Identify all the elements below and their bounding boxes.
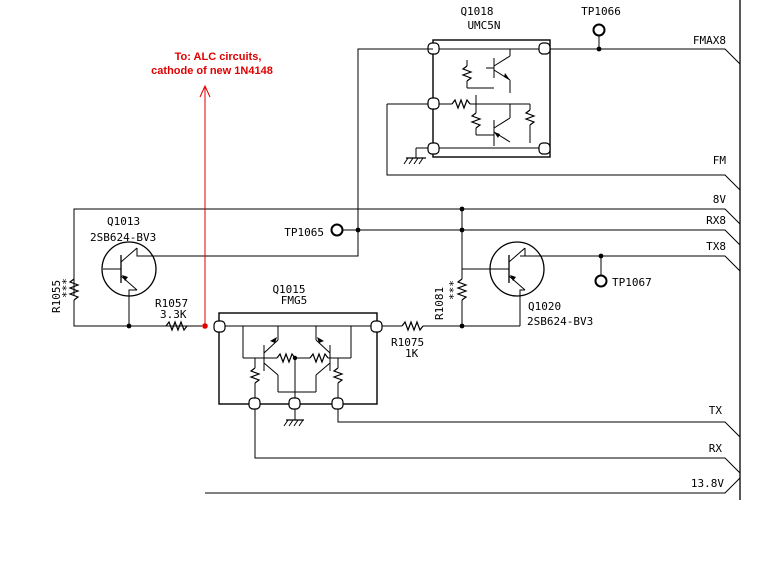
junction-dot bbox=[459, 323, 465, 329]
q1020-part: 2SB624-BV3 bbox=[527, 315, 593, 328]
net-tx-wire bbox=[337, 404, 741, 438]
q1018-ref: Q1018 bbox=[460, 5, 493, 18]
tp1065-label: TP1065 bbox=[284, 226, 324, 239]
r1057-value: 3.3K bbox=[160, 308, 187, 321]
test-point-icon[interactable] bbox=[592, 23, 606, 37]
q1015-pin1 bbox=[213, 320, 226, 333]
q1018-pin5 bbox=[538, 142, 551, 155]
net-13v8-label: 13.8V bbox=[691, 477, 724, 490]
arrow-up-icon bbox=[199, 84, 211, 98]
r1057-ref: R1057 bbox=[155, 297, 188, 310]
tp1067-label: TP1067 bbox=[612, 276, 652, 289]
r1075-ref: R1075 bbox=[391, 336, 424, 349]
q1015-pin2 bbox=[370, 320, 383, 333]
net-fmax8-wire bbox=[550, 48, 741, 65]
junction-dot bbox=[596, 46, 602, 52]
q1018-internal bbox=[387, 48, 539, 158]
q1015-ref: Q1015 bbox=[272, 283, 305, 296]
pnp-transistor-icon bbox=[101, 241, 157, 297]
r1081-value: *** bbox=[447, 280, 460, 300]
resistor-icon bbox=[456, 278, 468, 301]
net-rx-wire bbox=[254, 404, 741, 474]
test-point-icon[interactable] bbox=[594, 274, 608, 288]
net-tx8-label: TX8 bbox=[706, 240, 726, 253]
net-fm-wire bbox=[386, 104, 741, 191]
q1018-pin2 bbox=[538, 42, 551, 55]
net-tx-label: TX bbox=[709, 404, 723, 417]
alc-note-line2: cathode of new 1N4148 bbox=[151, 65, 273, 77]
r1055-wire bbox=[73, 300, 202, 327]
net-rx8-wire bbox=[358, 229, 741, 246]
ground-icon bbox=[403, 157, 426, 165]
q1013-ref: Q1013 bbox=[107, 215, 140, 228]
q1018-package bbox=[432, 39, 551, 158]
q1020-emitter-wire bbox=[520, 248, 526, 257]
alc-junction-dot bbox=[202, 323, 208, 329]
r1055-ref: R1055 bbox=[50, 280, 63, 313]
tp1066-label: TP1066 bbox=[581, 5, 621, 18]
net-rx-label: RX bbox=[709, 442, 723, 455]
q1018-pin4 bbox=[427, 142, 440, 155]
q1020-collector-wire bbox=[519, 289, 525, 326]
q1015-pin4 bbox=[288, 397, 301, 410]
q1013-collector-wire bbox=[128, 289, 137, 326]
net-fmax8-label: FMAX8 bbox=[693, 34, 726, 47]
q1020-ref: Q1020 bbox=[528, 300, 561, 313]
pnp-transistor-icon bbox=[462, 241, 545, 297]
net-8v-label: 8V bbox=[713, 193, 727, 206]
r1055-value: *** bbox=[60, 278, 73, 298]
net-13v8-wire bbox=[205, 477, 741, 494]
q1018-part: UMC5N bbox=[467, 19, 500, 32]
test-point-icon[interactable] bbox=[330, 223, 344, 237]
r1081-ref: R1081 bbox=[433, 287, 446, 320]
ground-icon bbox=[283, 419, 304, 427]
r1075-value: 1K bbox=[405, 347, 419, 360]
net-fm-label: FM bbox=[713, 154, 727, 167]
resistor-icon bbox=[165, 320, 188, 332]
q1015-part: FMG5 bbox=[281, 294, 308, 307]
q1018-pin3 bbox=[427, 97, 440, 110]
q1015-pin5 bbox=[331, 397, 344, 410]
q1015-pin3 bbox=[248, 397, 261, 410]
junction-dot bbox=[126, 323, 132, 329]
resistor-icon bbox=[68, 278, 80, 301]
alc-note-line1: To: ALC circuits, bbox=[175, 51, 262, 63]
q1013-wires bbox=[136, 230, 359, 257]
junction-dot bbox=[292, 355, 298, 361]
q1015-internal bbox=[225, 325, 371, 398]
net-tx8-wire bbox=[520, 255, 741, 272]
q1013-part: 2SB624-BV3 bbox=[90, 231, 156, 244]
resistor-icon bbox=[401, 320, 424, 332]
net-rx8-label: RX8 bbox=[706, 214, 726, 227]
net-8v-wire bbox=[73, 208, 741, 295]
q1018-pin1-wire bbox=[357, 48, 433, 230]
